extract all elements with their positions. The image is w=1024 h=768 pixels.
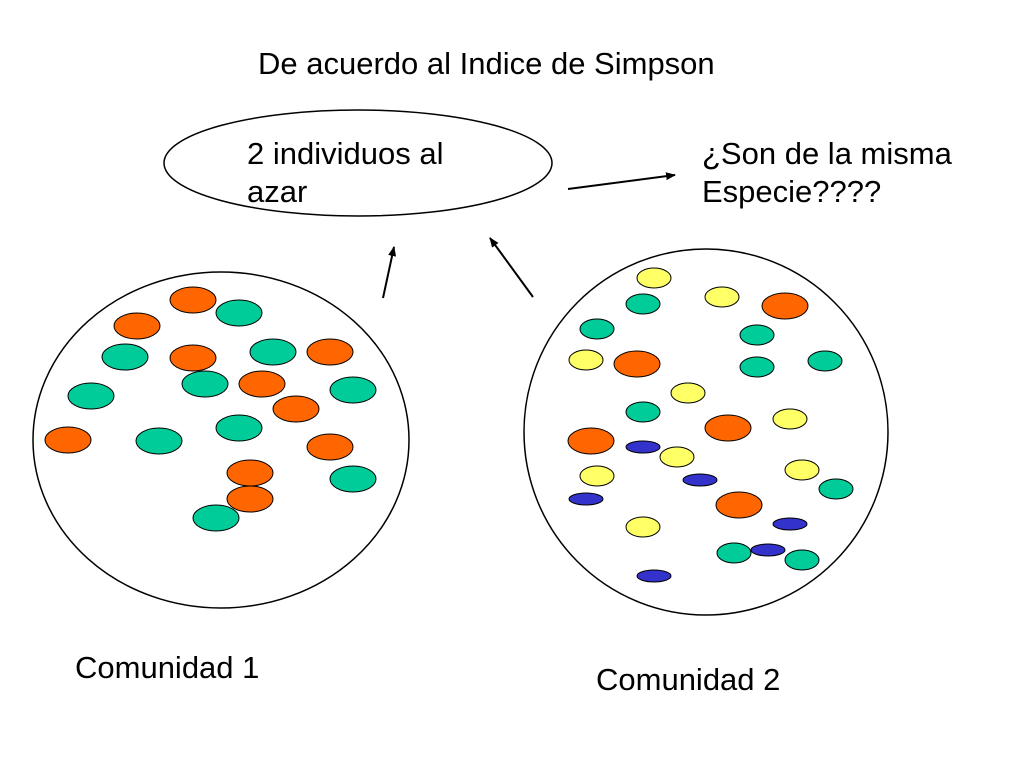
community-1-label: Comunidad 1 [75, 650, 260, 685]
individual-orange [226, 485, 274, 513]
individual-green [739, 356, 775, 378]
individual-yellow [636, 267, 672, 289]
individual-green [329, 376, 377, 404]
sample-oval-line-2: azar [247, 174, 308, 209]
question-line-1: ¿Son de la misma [702, 136, 952, 171]
individual-green [579, 318, 615, 340]
individual-blue [636, 569, 672, 583]
individual-orange [613, 350, 661, 378]
community-2-label: Comunidad 2 [596, 662, 781, 697]
individual-orange [306, 338, 354, 366]
individual-blue [750, 543, 786, 557]
individual-green [739, 324, 775, 346]
individual-orange [704, 414, 752, 442]
community-2-individuals [567, 267, 854, 583]
individual-green [807, 350, 843, 372]
individual-orange [169, 344, 217, 372]
individual-green [249, 338, 297, 366]
individual-orange [169, 286, 217, 314]
sample-oval-text: 2 individuos al azar [247, 135, 443, 211]
individual-green [625, 293, 661, 315]
individual-orange [567, 427, 615, 455]
individual-green [101, 343, 149, 371]
sample-oval-line-1: 2 individuos al [247, 136, 444, 171]
community-1-individuals [44, 286, 377, 532]
individual-green [818, 478, 854, 500]
question-text: ¿Son de la misma Especie???? [702, 135, 952, 211]
diagram-title: De acuerdo al Indice de Simpson [258, 46, 715, 81]
sample-oval [163, 109, 553, 217]
individual-yellow [659, 446, 695, 468]
arrow-oval-to-question [567, 172, 676, 190]
individual-blue [682, 473, 718, 487]
individual-yellow [579, 465, 615, 487]
individual-orange [306, 433, 354, 461]
individual-yellow [772, 408, 808, 430]
individual-green [625, 401, 661, 423]
individual-orange [44, 426, 92, 454]
individual-yellow [568, 349, 604, 371]
individual-green [215, 414, 263, 442]
individual-green [215, 299, 263, 327]
individual-green [67, 382, 115, 410]
individual-orange [715, 491, 763, 519]
individual-yellow [784, 459, 820, 481]
individual-orange [113, 312, 161, 340]
individual-blue [772, 517, 808, 531]
arrow-community2-to-oval [489, 237, 534, 298]
individual-yellow [670, 382, 706, 404]
individual-green [329, 465, 377, 493]
individual-blue [568, 492, 604, 506]
individual-orange [272, 395, 320, 423]
individual-orange [226, 459, 274, 487]
individual-orange [238, 370, 286, 398]
individual-blue [625, 440, 661, 454]
individual-green [192, 504, 240, 532]
question-line-2: Especie???? [702, 174, 882, 209]
individual-green [716, 542, 752, 564]
individual-yellow [704, 286, 740, 308]
arrow-community1-to-oval [382, 246, 397, 299]
individual-green [181, 370, 229, 398]
individual-green [135, 427, 183, 455]
individual-green [784, 549, 820, 571]
individual-orange [761, 292, 809, 320]
individual-yellow [625, 516, 661, 538]
